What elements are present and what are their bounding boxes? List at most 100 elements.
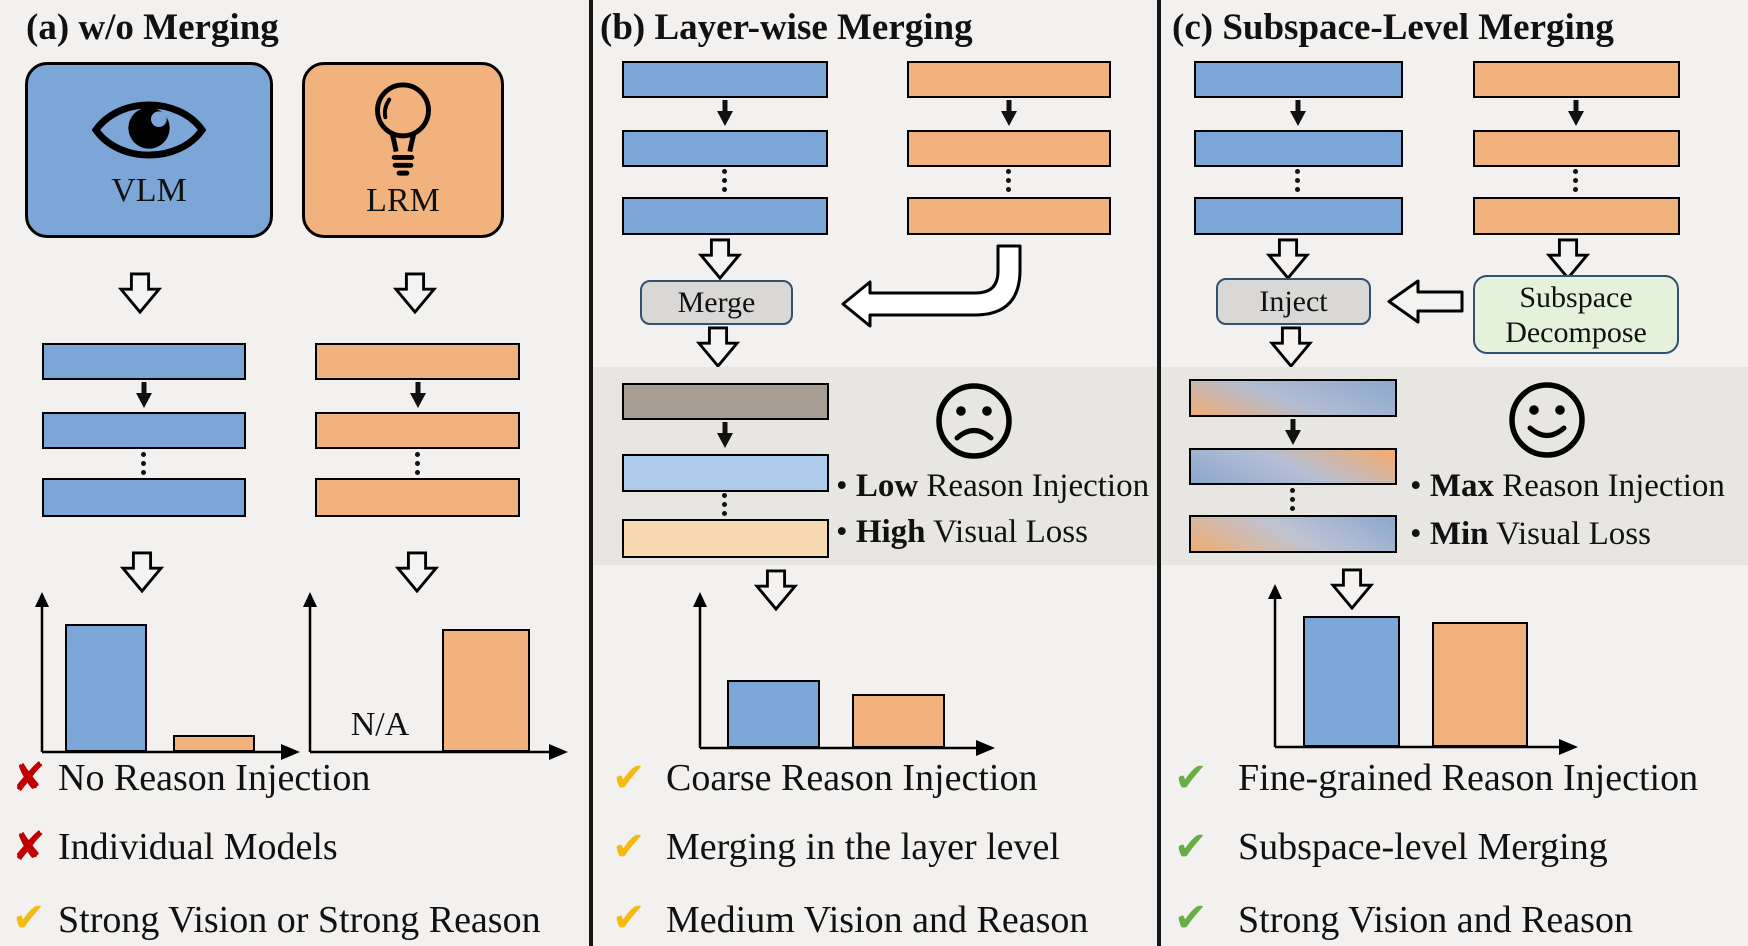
lrm-layer (1473, 61, 1680, 98)
check-icon: ✔ (1174, 824, 1208, 870)
merged-layer-blue (622, 454, 829, 492)
bar-reason (442, 629, 530, 752)
bar-reason (173, 735, 255, 752)
panel-divider-ab (589, 0, 593, 946)
panel-b-bullet-2: • High Visual Loss (836, 514, 1088, 551)
bullet-bold: Low (855, 468, 919, 504)
lrm-layer (907, 130, 1111, 167)
bullet-rest: Reason Injection (918, 468, 1150, 504)
chart-axes (298, 592, 583, 764)
panel-c-title: (c) Subspace-Level Merging (1172, 7, 1614, 48)
layer-arrow-icon (407, 382, 429, 408)
panel-a-row-2: Individual Models (58, 826, 338, 868)
na-label: N/A (350, 706, 410, 743)
down-arrow-icon (395, 551, 439, 593)
merged-layer-orange (622, 519, 829, 558)
bullet-bold: Max (1429, 468, 1494, 504)
bullet-rest: Visual Loss (1488, 516, 1651, 552)
bullet-bold: Min (1429, 516, 1489, 552)
bar-vision (727, 680, 820, 748)
chart-axes (30, 592, 315, 764)
panel-c-row-2: Subspace-level Merging (1238, 826, 1608, 868)
bullet-dot: • (836, 468, 848, 504)
down-arrow-icon (1330, 568, 1374, 610)
vlm-layer (1194, 130, 1403, 167)
happy-face-icon (1507, 380, 1587, 460)
panel-a-row-3: Strong Vision or Strong Reason (58, 899, 541, 941)
panel-c-bullet-2: • Min Visual Loss (1410, 516, 1651, 553)
panel-a-title: (a) w/o Merging (26, 7, 279, 48)
lrm-layer (315, 412, 520, 449)
bar-reason (852, 694, 945, 748)
layer-arrow-icon (1287, 100, 1309, 126)
vlm-layer (622, 61, 828, 98)
panel-c-bullet-1: • Max Reason Injection (1410, 468, 1725, 505)
panel-b-title: (b) Layer-wise Merging (600, 7, 973, 48)
merged-layer-gradient (1189, 448, 1397, 485)
lrm-layer (907, 61, 1111, 98)
bar-reason (1432, 622, 1528, 747)
panel-c-row-1: Fine-grained Reason Injection (1238, 757, 1699, 799)
layer-arrow-icon (714, 422, 736, 448)
lrm-layer (315, 343, 520, 380)
lrm-layer (315, 478, 520, 517)
panel-c-row-3: Strong Vision and Reason (1238, 899, 1633, 941)
lrm-box: LRM (302, 62, 504, 238)
inject-box: Inject (1216, 278, 1371, 325)
check-icon: ✔ (12, 895, 46, 941)
vlm-layer (1194, 197, 1403, 235)
cross-icon: ✘ (12, 824, 46, 870)
sad-face-icon (934, 381, 1014, 461)
left-arrow-icon (1386, 278, 1464, 325)
panel-divider-bc (1157, 0, 1161, 946)
panel-b-bullet-1: • Low Reason Injection (836, 468, 1149, 505)
merge-box: Merge (640, 280, 793, 325)
bullet-bold: High (855, 514, 926, 550)
chart-axes (1263, 584, 1593, 757)
subspace-label-line2: Decompose (1505, 315, 1647, 349)
vlm-layer (1194, 61, 1403, 98)
down-arrow-icon (393, 272, 437, 314)
down-arrow-icon (698, 238, 742, 280)
vlm-layer (42, 478, 246, 517)
check-icon: ✔ (612, 895, 646, 941)
ellipsis-dots (141, 452, 146, 475)
panel-a-row-1: No Reason Injection (58, 757, 371, 799)
panel-b-row-2: Merging in the layer level (666, 826, 1060, 868)
vlm-box: VLM (25, 62, 273, 238)
check-icon: ✔ (612, 755, 646, 801)
lrm-layer (1473, 197, 1680, 235)
ellipsis-dots (722, 493, 727, 516)
bullet-dot: • (1410, 468, 1422, 504)
vlm-layer (42, 412, 246, 449)
merged-layer-gray (622, 383, 829, 420)
eye-icon (90, 90, 208, 170)
vlm-layer (622, 130, 828, 167)
ellipsis-dots (722, 169, 727, 192)
check-icon: ✔ (1174, 895, 1208, 941)
layer-arrow-icon (998, 100, 1020, 126)
merged-layer-gradient (1189, 515, 1397, 553)
ellipsis-dots (1573, 169, 1578, 192)
merge-label: Merge (677, 285, 756, 319)
chart-axes (688, 592, 1008, 758)
ellipsis-dots (1006, 169, 1011, 192)
bullet-dot: • (1410, 516, 1422, 552)
down-arrow-icon (118, 272, 162, 314)
vlm-layer (622, 197, 828, 235)
bar-vision (1303, 616, 1400, 747)
lrm-label: LRM (366, 182, 440, 219)
down-arrow-icon (696, 326, 740, 368)
down-arrow-icon (1546, 238, 1590, 280)
ellipsis-dots (415, 452, 420, 475)
bullet-rest: Reason Injection (1493, 468, 1725, 504)
check-icon: ✔ (1174, 755, 1208, 801)
subspace-label-line1: Subspace (1519, 280, 1633, 314)
vlm-layer (42, 343, 246, 380)
layer-arrow-icon (133, 382, 155, 408)
bar-vision (65, 624, 147, 752)
bullet-dot: • (836, 514, 848, 550)
down-arrow-icon (120, 551, 164, 593)
down-arrow-icon (754, 569, 798, 611)
